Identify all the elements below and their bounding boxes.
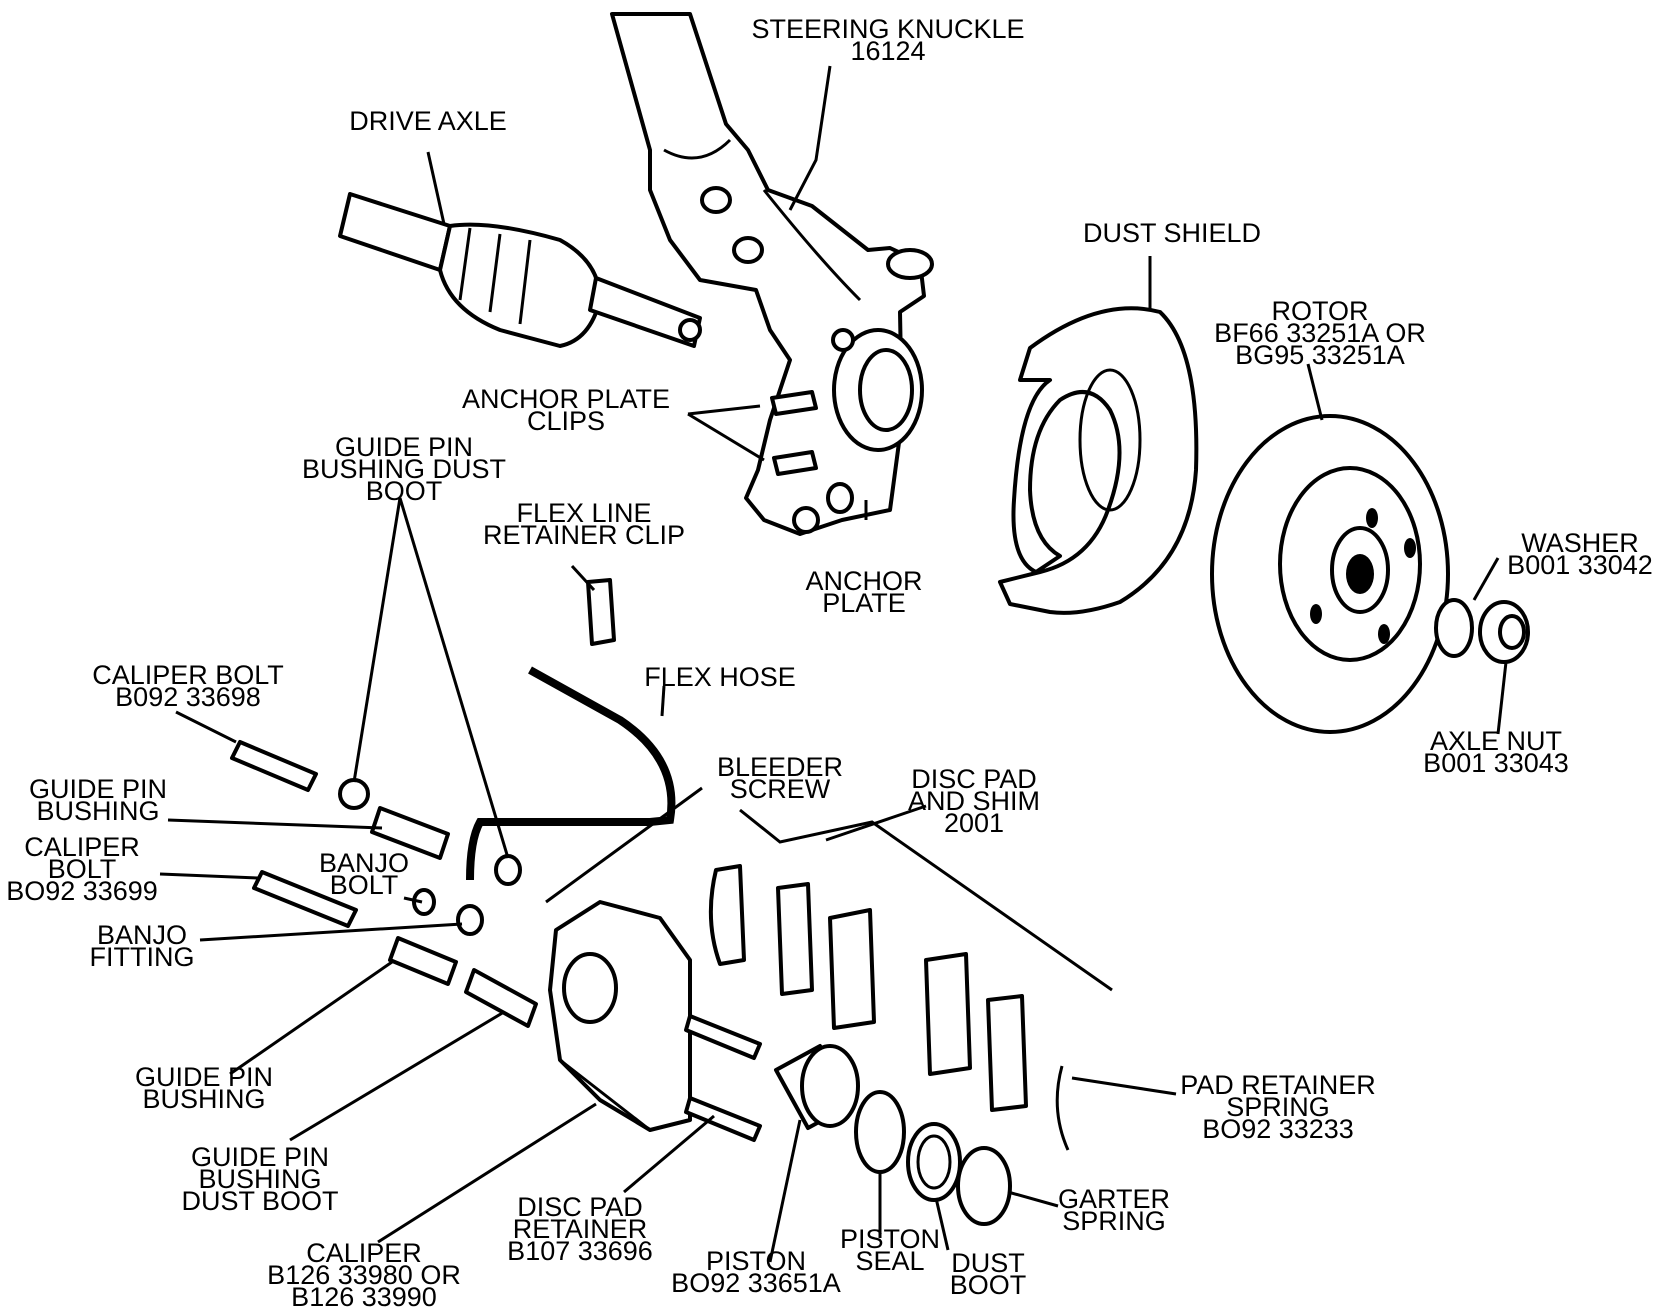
label-banjo-bolt: BANJO BOLT [318,848,410,900]
label-rotor: ROTOR BF66 33251A OR BG95 33251A [1214,296,1426,370]
label-steering-knuckle: STEERING KNUCKLE 16124 [751,14,1025,66]
drive-axle-drawing [338,192,702,348]
label-dust-shield: DUST SHIELD [1082,218,1262,248]
label-drive-axle: DRIVE AXLE [349,106,507,136]
leader-lines [159,65,1508,1263]
label-anchor-plate: ANCHOR PLATE [805,566,923,618]
label-axle-nut: AXLE NUT B001 33043 [1423,726,1569,778]
label-guide-pin-bushing-dust-boot-bottom: GUIDE PIN BUSHING DUST BOOT [181,1142,339,1216]
label-guide-pin-bushing-left: GUIDE PIN BUSHING [28,774,168,826]
label-garter-spring: GARTER SPRING [1057,1184,1171,1236]
label-caliper: CALIPER B126 33980 OR B126 33990 [267,1238,461,1312]
label-caliper-bolt-left: CALIPER BOLT BO92 33699 [6,832,158,906]
steering-knuckle-drawing [610,12,934,536]
label-bleeder-screw: BLEEDER SCREW [716,752,844,804]
label-disc-pad-and-shim: DISC PAD AND SHIM 2001 [907,764,1041,838]
label-disc-pad-retainer: DISC PAD RETAINER B107 33696 [507,1192,653,1266]
caliper-hardware-drawing [230,740,538,1028]
washer-axle-nut-drawing [1434,598,1530,664]
label-piston-seal: PISTON SEAL [839,1224,941,1276]
flex-hose-drawing [466,666,676,881]
anchor-plate-clips-drawing [770,390,818,476]
piston-seals-drawing [774,1044,1012,1226]
label-guide-pin-bushing-bottom: GUIDE PIN BUSHING [134,1062,274,1114]
disc-pads-drawing [708,864,1070,1151]
label-piston: PISTON BO92 33651A [671,1246,841,1298]
label-flex-hose: FLEX HOSE [644,662,796,692]
rotor-drawing [1210,414,1450,734]
dust-shield-drawing [998,306,1199,615]
caliper-drawing [548,900,762,1142]
label-flex-line-retainer-clip: FLEX LINE RETAINER CLIP [482,498,686,550]
flex-line-clip-drawing [586,578,616,646]
label-caliper-bolt-top: CALIPER BOLT B092 33698 [92,660,284,712]
label-guide-pin-bushing-dust-boot-top: GUIDE PIN BUSHING DUST BOOT [301,432,507,506]
label-washer: WASHER B001 33042 [1507,528,1653,580]
label-pad-retainer-spring: PAD RETAINER SPRING BO92 33233 [1180,1070,1376,1144]
label-dust-boot: DUST BOOT [949,1248,1027,1300]
label-banjo-fitting: BANJO FITTING [89,920,195,972]
label-anchor-plate-clips: ANCHOR PLATE CLIPS [461,384,671,436]
